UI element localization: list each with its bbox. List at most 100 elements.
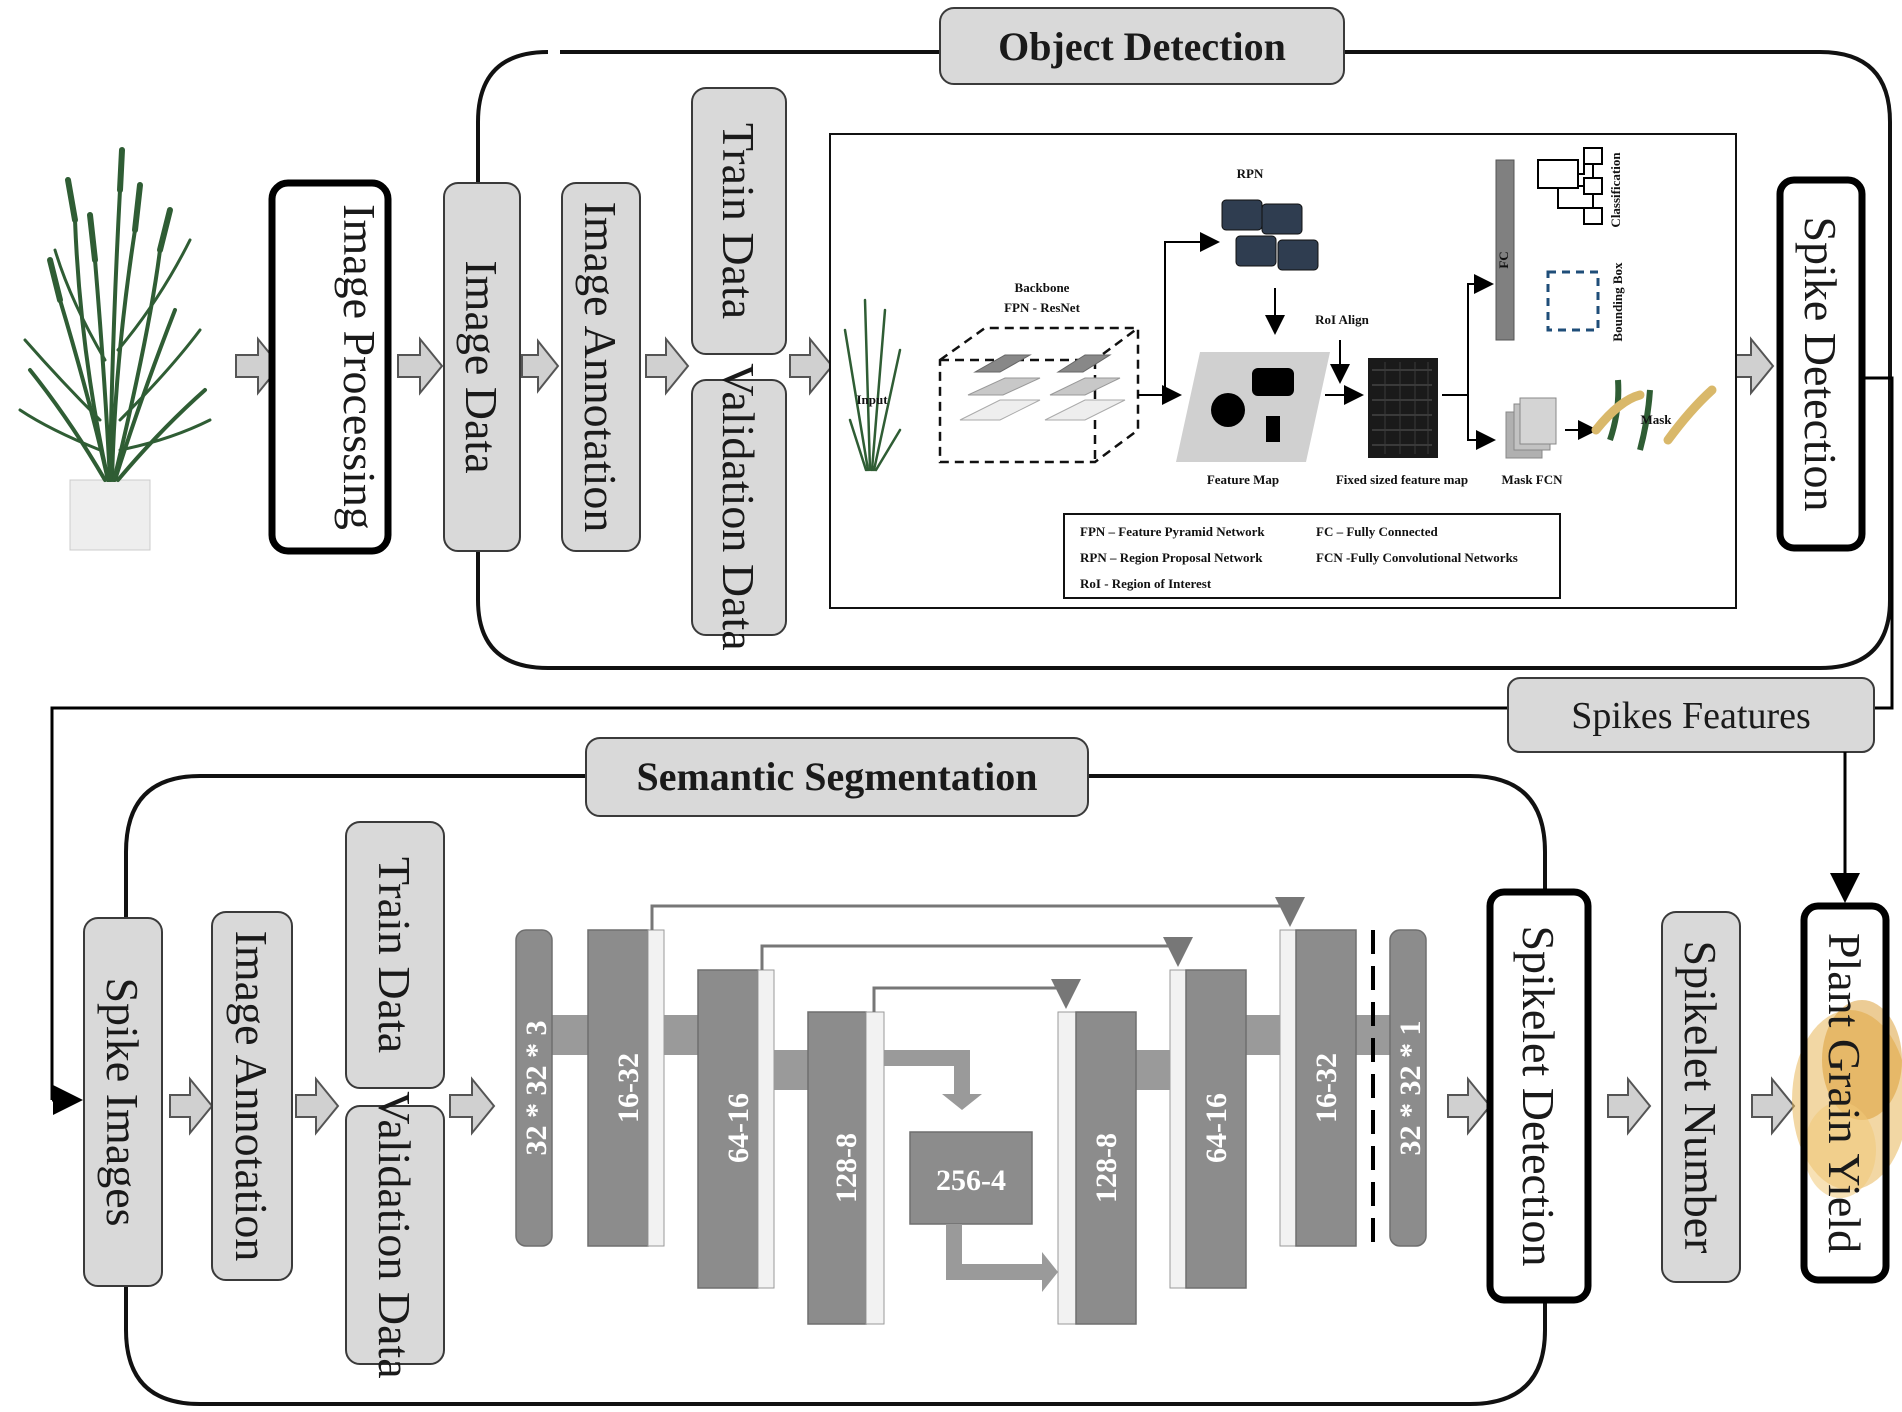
feature-map-label: Feature Map <box>1207 472 1279 487</box>
image-annotation-label: Image Annotation <box>575 202 626 533</box>
unet-dec3-label: 128-8 <box>1090 1133 1123 1203</box>
unet-up-arrow <box>946 1224 1058 1292</box>
unet-skip-connection <box>872 979 1081 1012</box>
image-data-label: Image Data <box>456 260 507 473</box>
seg-validation-data-label: Validation Data <box>369 1091 420 1378</box>
backbone-sub-label: FPN - ResNet <box>1004 300 1080 315</box>
unet-enc3-label: 128-8 <box>830 1133 863 1203</box>
object-detection-header <box>939 7 1345 85</box>
bounding-box-icon <box>1546 270 1600 332</box>
legend-box <box>1063 513 1561 599</box>
classification-tree-icon <box>1537 147 1603 225</box>
legend-roi: RoI - Region of Interest <box>1080 576 1212 591</box>
validation-data-box <box>691 379 787 636</box>
seg-train-data-label: Train Data <box>369 857 420 1053</box>
unet-connector <box>664 1015 698 1055</box>
unet-dec1-label: 16-32 <box>1310 1053 1343 1123</box>
classification-label: Classification <box>1608 152 1623 228</box>
unet-concat-strip <box>1279 929 1297 1247</box>
legend-fpn: FPN – Feature Pyramid Network <box>1080 524 1265 539</box>
train-data-label: Train Data <box>713 123 764 319</box>
unet-dec1-block <box>1295 929 1357 1247</box>
legend-rpn: RPN – Region Proposal Network <box>1080 550 1263 565</box>
spikelet-detection-box <box>1486 888 1592 1304</box>
seg-train-data-box <box>345 821 445 1089</box>
grain-image <box>1792 1000 1902 1198</box>
unet-output-block <box>1389 929 1427 1247</box>
seg-image-annotation-box <box>211 911 293 1281</box>
object-detection-group <box>476 50 1892 670</box>
feature-map <box>1176 352 1330 462</box>
unet-architecture: 32 * 32 * 3 16-32 64-16 128-8 256-4 128-… <box>515 897 1427 1325</box>
backbone-fpn-block <box>938 326 1140 464</box>
unet-connector <box>550 1015 588 1055</box>
unet-bottleneck-label: 256-4 <box>936 1164 1006 1197</box>
flow-arrow <box>1751 1076 1796 1136</box>
unet-output-label: 32 * 32 * 1 <box>1394 1021 1427 1156</box>
fc-label: FC <box>1496 251 1511 268</box>
unet-concat-strip <box>1169 969 1187 1289</box>
connector-arrow <box>1467 274 1494 395</box>
image-processing-box <box>268 179 392 555</box>
spikes-features-label: Spikes Features <box>1571 695 1811 737</box>
flow-arrow <box>169 1076 214 1136</box>
image-data-box <box>443 182 521 552</box>
train-data-box <box>691 87 787 355</box>
object-detection-title: Object Detection <box>998 24 1286 69</box>
unet-connector <box>774 1050 808 1090</box>
seg-image-annotation-label: Image Annotation <box>226 931 277 1262</box>
spikelet-number-label: Spikelet Number <box>1675 941 1726 1254</box>
mask-fcn-label: Mask FCN <box>1501 472 1563 487</box>
fc-layer <box>1495 159 1515 341</box>
flow-arrow <box>1607 1076 1652 1136</box>
spike-detection-label: Spike Detection <box>1795 216 1846 511</box>
unet-concat-strip <box>1057 1011 1077 1325</box>
semantic-segmentation-title: Semantic Segmentation <box>636 754 1037 799</box>
spikes-features-box <box>1507 677 1875 753</box>
plant-grain-yield-label: Plant Grain Yield <box>1819 933 1870 1253</box>
unet-down-arrow <box>884 1050 982 1110</box>
legend-fc: FC – Fully Connected <box>1316 524 1438 539</box>
unet-skip-strip <box>647 929 665 1247</box>
seg-validation-data-box <box>345 1105 445 1365</box>
wheat-plant-image <box>18 147 212 551</box>
unet-input-label: 32 * 32 * 3 <box>520 1021 553 1156</box>
flow-arrow <box>295 1076 340 1136</box>
validation-data-label: Validation Data <box>713 363 764 650</box>
bounding-box-label: Bounding Box <box>1610 262 1625 342</box>
spike-images-box <box>83 917 163 1287</box>
unet-enc1-block <box>587 929 649 1247</box>
unet-bottleneck-block <box>909 1131 1033 1225</box>
flow-arrow <box>645 336 690 396</box>
unet-connector <box>1136 1050 1170 1090</box>
unet-input-block <box>515 929 553 1247</box>
unet-enc1-label: 16-32 <box>612 1053 645 1123</box>
unet-dec2-label: 64-16 <box>1200 1093 1233 1163</box>
input-label: Input <box>856 392 888 407</box>
connector-line <box>50 376 1894 1100</box>
roi-align-label: RoI Align <box>1315 312 1370 327</box>
image-annotation-box <box>561 182 641 552</box>
fixed-feature-map <box>1368 358 1438 458</box>
connector-arrow <box>1164 232 1220 395</box>
legend-fcn: FCN -Fully Convolutional Networks <box>1316 550 1518 565</box>
mask-fcn-block <box>1505 397 1557 459</box>
unet-skip-connection <box>760 937 1193 970</box>
flow-arrow <box>521 338 560 394</box>
unet-enc3-block <box>807 1011 867 1325</box>
connector-arrow <box>1467 395 1496 450</box>
spikelet-number-box <box>1661 911 1741 1283</box>
input-plant-image <box>843 298 902 472</box>
flow-arrow <box>789 336 834 396</box>
image-processing-label: Image Processing <box>334 204 385 530</box>
unet-skip-strip <box>757 969 775 1289</box>
semantic-segmentation-header <box>585 737 1089 817</box>
flow-arrow <box>1732 336 1775 396</box>
unet-enc2-label: 64-16 <box>722 1093 755 1163</box>
spike-detection-box <box>1776 176 1866 552</box>
spike-images-label: Spike Images <box>97 977 148 1226</box>
unet-skip-connection <box>650 897 1305 930</box>
backbone-label: Backbone <box>1015 280 1070 295</box>
fixed-feature-map-label: Fixed sized feature map <box>1336 472 1468 487</box>
